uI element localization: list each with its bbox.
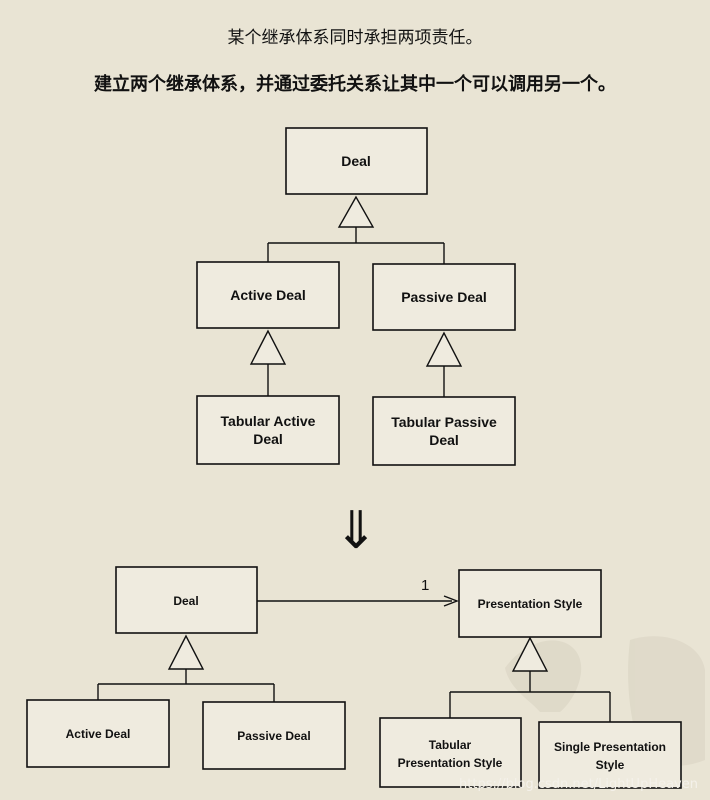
active-deal-class-box <box>196 261 340 329</box>
single-presentation-style-label-line1: Single Presentation <box>554 740 666 754</box>
association-arrowhead-icon <box>443 595 459 607</box>
after-diagram: Deal 1 Presentation Style Active Deal Pa… <box>26 566 682 789</box>
tabular-presentation-style-label-line1: Tabular <box>429 738 472 752</box>
passive-deal-class-box <box>202 701 346 770</box>
multiplicity-label: 1 <box>421 577 429 594</box>
single-presentation-style-label-line2: Style <box>596 758 625 772</box>
solution-heading: 建立两个继承体系，并通过委托关系让其中一个可以调用另一个。 <box>94 74 616 95</box>
single-presentation-style-class-box <box>538 721 682 789</box>
active-deal-class-box <box>26 699 170 768</box>
deal-class-box <box>285 127 428 195</box>
tabular-active-deal-class-box <box>196 395 340 465</box>
generalization-arrow <box>167 634 205 670</box>
active-deal-class-label: Active Deal <box>66 727 131 741</box>
deal-class-label: Deal <box>173 594 198 608</box>
passive-deal-class-box <box>372 263 516 331</box>
tabular-presentation-style-label-line2: Presentation Style <box>398 756 503 770</box>
generalization-arrow <box>425 331 463 367</box>
presentation-style-class-label: Presentation Style <box>478 597 583 611</box>
refactor-arrow-icon: ⇓ <box>334 501 378 561</box>
deal-class-box <box>115 566 258 634</box>
source-watermark: https://blog.csdn.net/LightUpHeaven <box>459 777 698 792</box>
tabular-presentation-style-class-box <box>379 717 522 788</box>
tabular-active-deal-label-line1: Tabular Active <box>221 413 316 429</box>
tabular-passive-deal-label-line1: Tabular Passive <box>391 414 497 430</box>
deal-class-label: Deal <box>341 153 371 169</box>
tabular-passive-deal-class-box <box>372 396 516 466</box>
active-deal-class-label: Active Deal <box>230 287 305 303</box>
generalization-arrow <box>337 195 375 228</box>
tabular-passive-deal-label-line2: Deal <box>429 432 459 448</box>
generalization-arrow <box>249 329 287 365</box>
passive-deal-class-label: Passive Deal <box>237 729 310 743</box>
passive-deal-class-label: Passive Deal <box>401 289 487 305</box>
problem-heading: 某个继承体系同时承担两项责任。 <box>227 28 483 48</box>
presentation-style-class-box <box>458 569 602 638</box>
before-diagram: Deal Active Deal Passive Deal Tabular Ac… <box>196 127 516 466</box>
tabular-active-deal-label-line2: Deal <box>253 431 283 447</box>
